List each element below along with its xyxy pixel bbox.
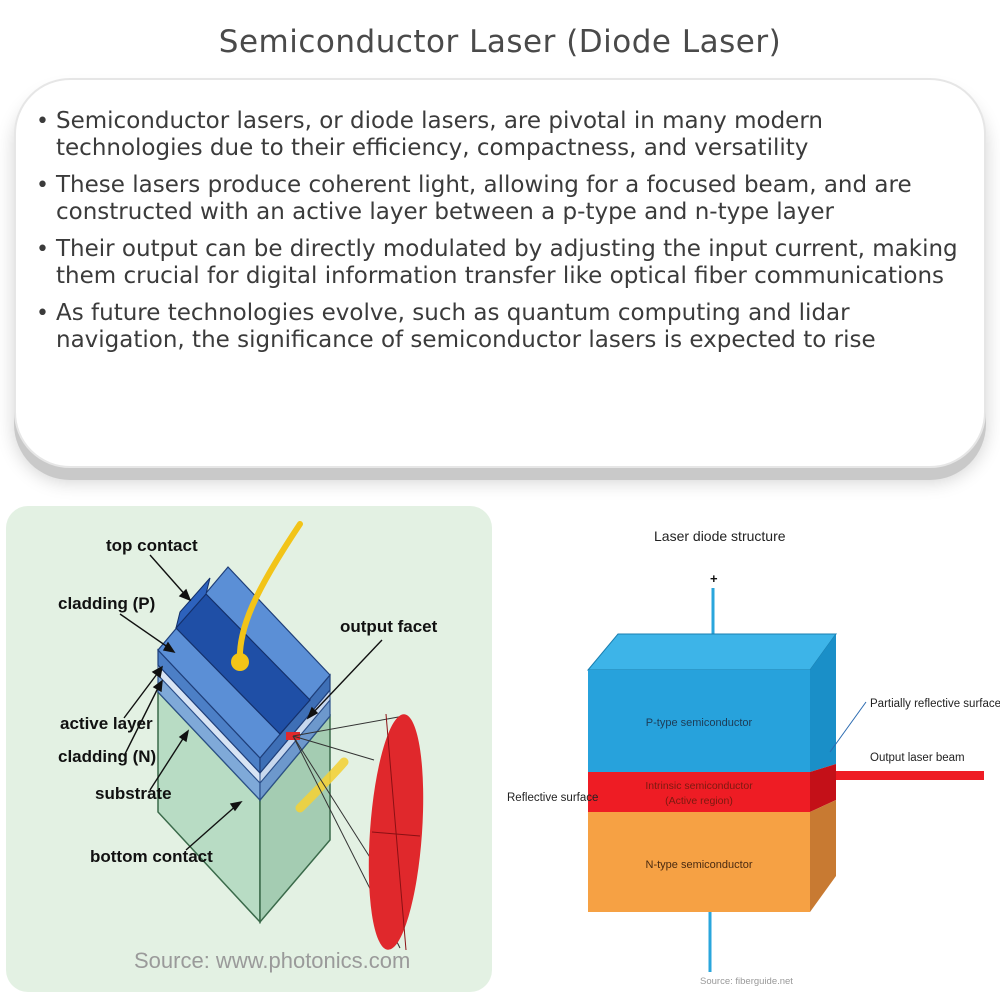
right-diagram-title: Laser diode structure (654, 528, 786, 544)
partial-surface-leader (829, 701, 867, 753)
partially-reflective-label: Partially reflective surface (870, 698, 1000, 710)
p-type-layer (588, 670, 810, 772)
leader-arrows (119, 554, 383, 851)
bullet-item: These lasers produce coherent light, all… (34, 172, 964, 226)
bullet-item: Semiconductor lasers, or diode lasers, a… (34, 108, 964, 162)
ridge-side (175, 577, 211, 629)
n-side-face (810, 800, 836, 912)
p-side-face (810, 634, 836, 772)
ellipse-axis (371, 831, 421, 837)
beam-line (292, 715, 405, 737)
output-beam-label: Output laser beam (870, 752, 965, 764)
active-region-layer (588, 772, 810, 812)
block-top-face (586, 633, 837, 671)
page-title: Semiconductor Laser (Diode Laser) (218, 24, 782, 60)
bullet-item: Their output can be directly modulated b… (34, 236, 964, 290)
bullet-item: As future technologies evolve, such as q… (34, 300, 964, 354)
label-top-contact: top contact (106, 536, 198, 555)
label-output-facet: output facet (340, 617, 438, 636)
bullet-list: Semiconductor lasers, or diode lasers, a… (34, 108, 964, 364)
active-side-face (810, 764, 836, 812)
right-source: Source: fiberguide.net (700, 976, 793, 987)
label-substrate: substrate (95, 784, 172, 803)
beam-line (292, 735, 375, 761)
ellipse-axis (385, 713, 407, 951)
left-source: Source: www.photonics.com (134, 948, 410, 973)
beam-line (292, 735, 379, 871)
wire-bond-dot (231, 653, 249, 671)
label-cladding-p: cladding (P) (58, 594, 155, 613)
gold-wire (236, 521, 303, 665)
label-cladding-n: cladding (N) (58, 747, 156, 766)
p-type-label: P-type semiconductor (646, 717, 753, 729)
n-type-layer (588, 812, 810, 912)
label-active-layer: active layer (60, 714, 153, 733)
n-type-label: N-type semiconductor (646, 859, 753, 871)
bottom-wire (295, 757, 349, 813)
intrinsic-label-line2: (Active region) (665, 795, 733, 807)
reflective-surface-label: Reflective surface (507, 792, 598, 804)
label-bottom-contact: bottom contact (90, 847, 213, 866)
plus-terminal-label: + (710, 571, 718, 586)
output-laser-beam (836, 771, 984, 780)
intrinsic-label-line1: Intrinsic semiconductor (645, 780, 753, 792)
